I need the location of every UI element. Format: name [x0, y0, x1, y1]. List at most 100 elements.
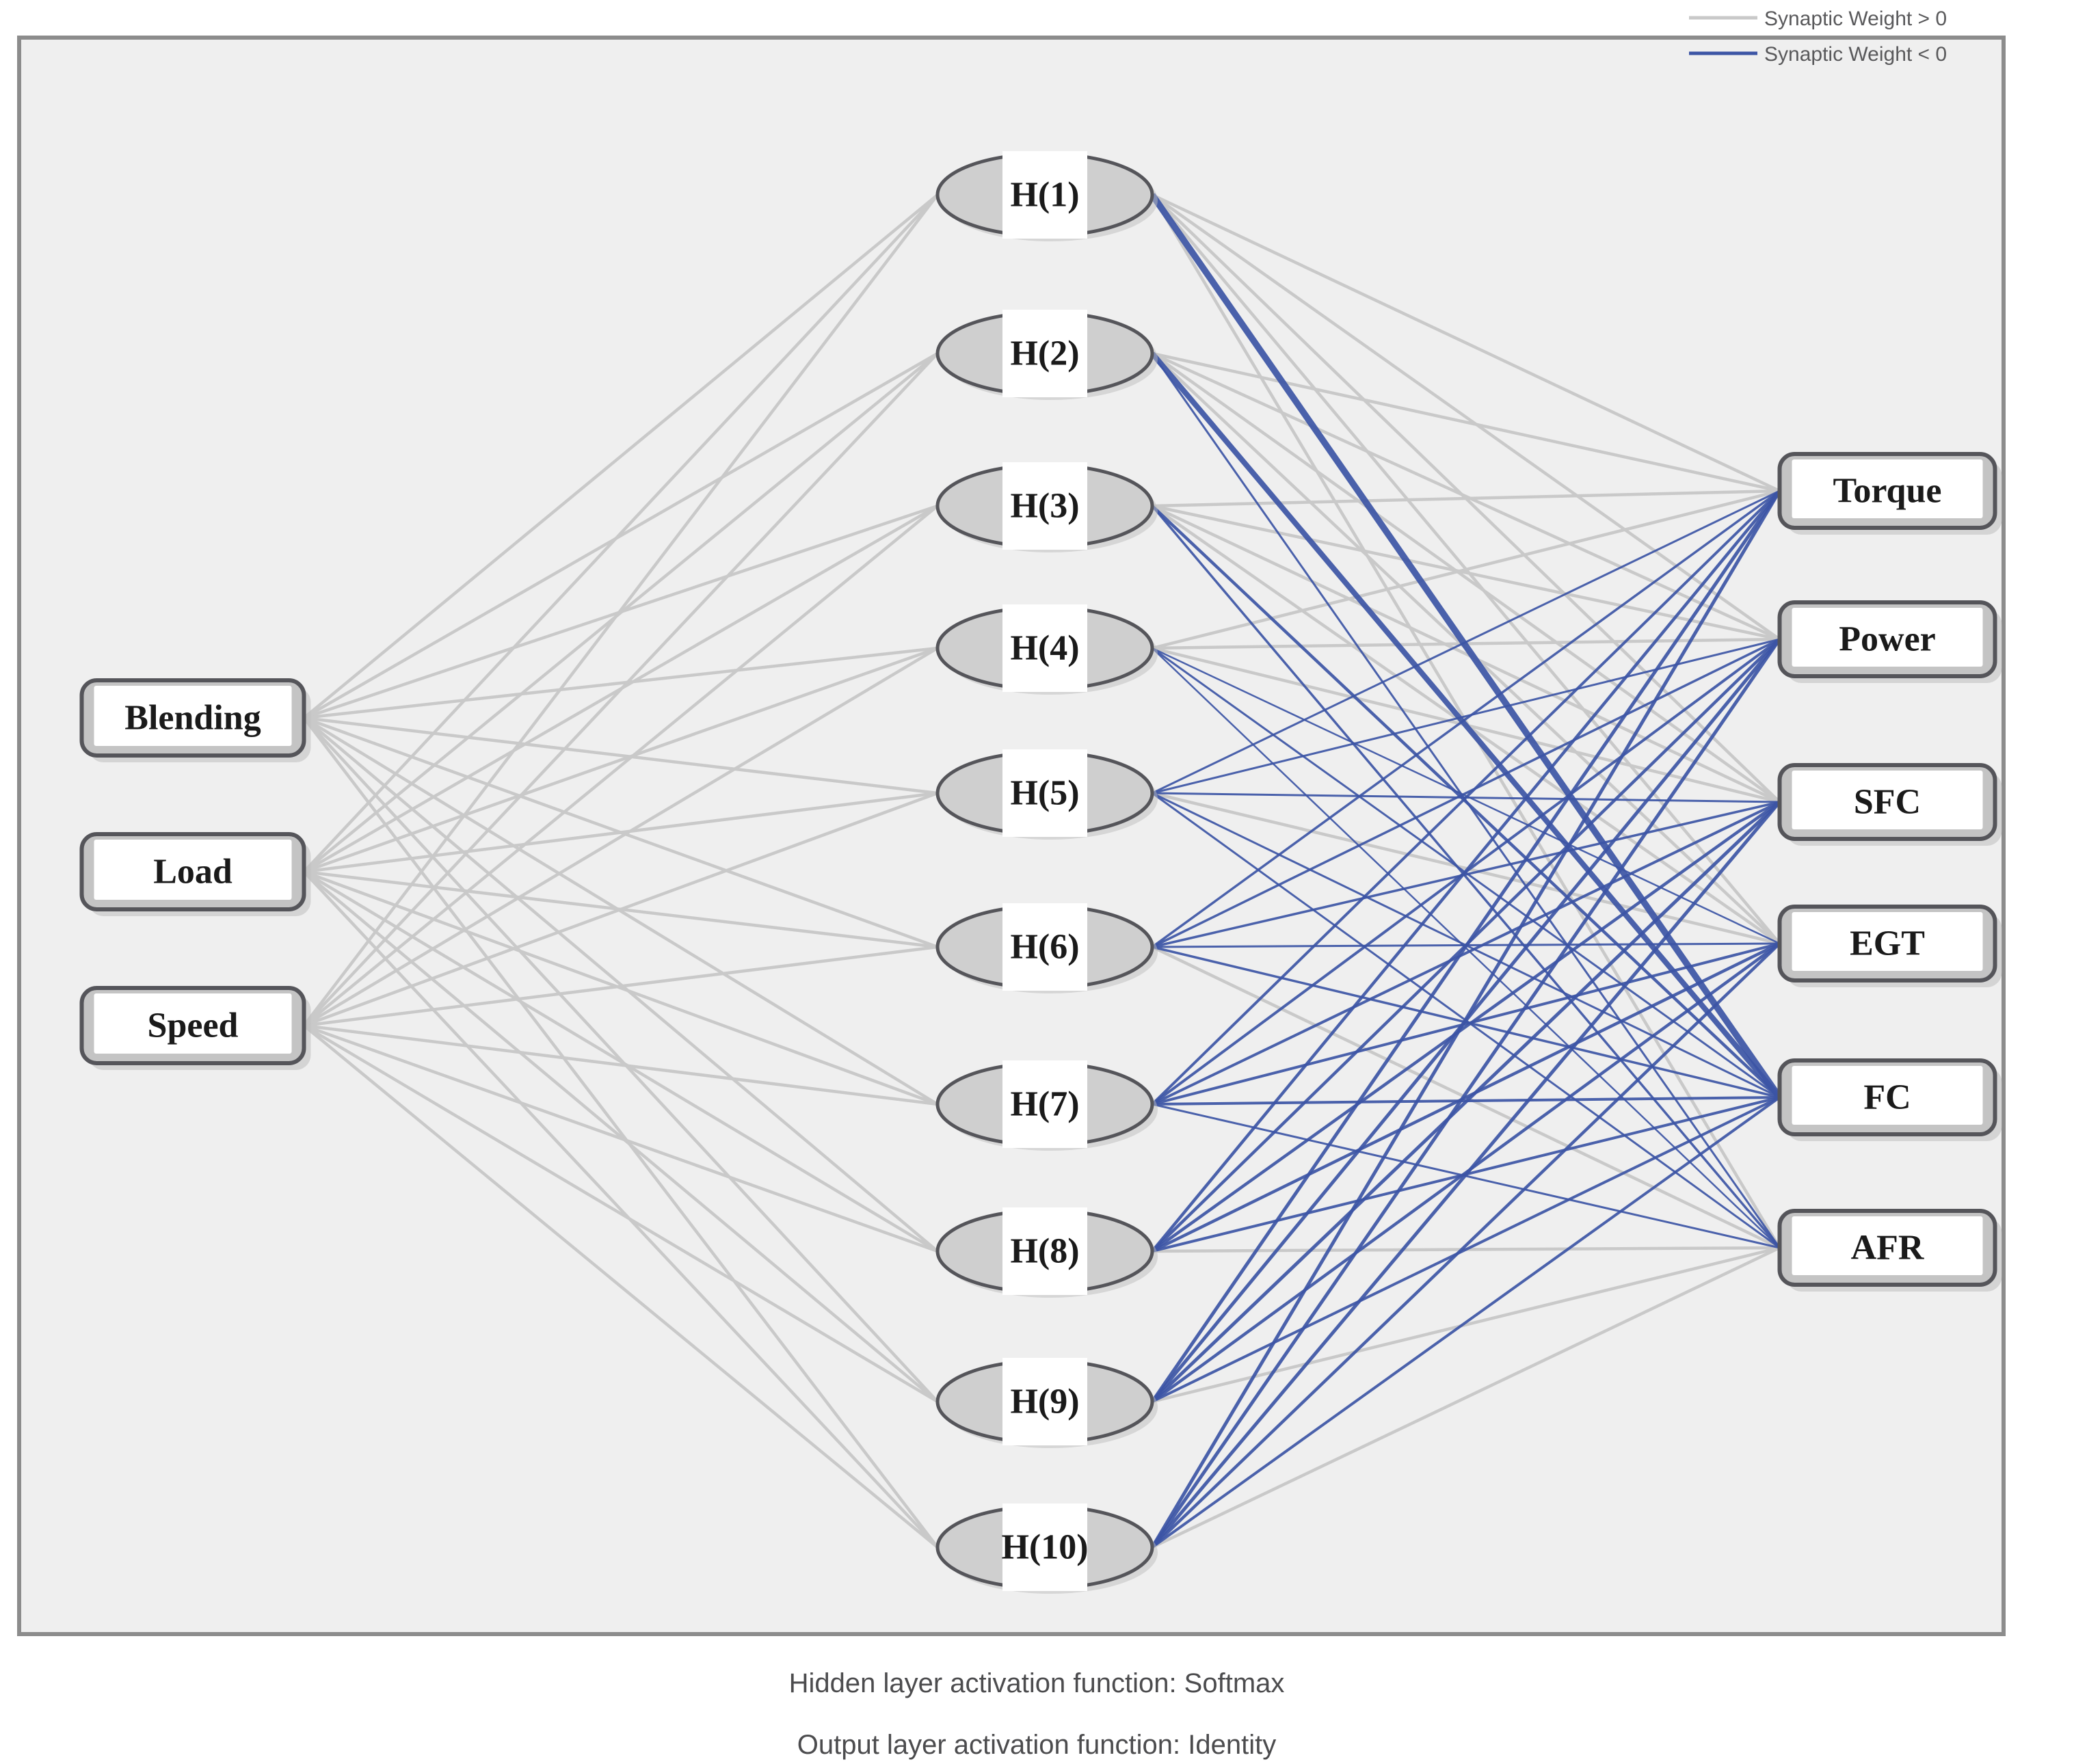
output-node[interactable]: EGT	[1777, 905, 2002, 987]
input-node-label: Speed	[148, 1006, 239, 1045]
edge-hidden-output-negative	[1151, 490, 1781, 948]
node-label-band	[1002, 1358, 1087, 1445]
edge-hidden-output-positive	[1152, 193, 1781, 493]
edge-input-hidden	[303, 505, 939, 1027]
output-node[interactable]: AFR	[1777, 1209, 2002, 1292]
node-face	[94, 686, 292, 746]
node-face	[1792, 771, 1983, 829]
edges-hidden-to-output-negative	[1149, 193, 1783, 1549]
edge-hidden-output-positive	[1152, 351, 1780, 493]
node-label-band	[1002, 1207, 1087, 1295]
edge-hidden-output-negative	[1150, 490, 1781, 1403]
edge-input-hidden	[303, 1024, 939, 1549]
edge-hidden-output-negative	[1152, 942, 1780, 1106]
caption-hidden-activation: Hidden layer activation function: Softma…	[789, 1668, 1285, 1698]
input-node[interactable]: Blending	[79, 678, 311, 762]
hidden-node-label: H(3)	[1010, 487, 1079, 526]
hidden-node[interactable]: H(6)	[935, 903, 1158, 993]
output-node[interactable]: SFC	[1777, 763, 2002, 846]
hidden-node-label: H(2)	[1010, 334, 1079, 373]
edge-hidden-output-positive	[1152, 791, 1781, 946]
node-label-band	[1002, 1060, 1087, 1148]
edge-input-hidden	[304, 646, 938, 720]
node-label-band	[1002, 604, 1087, 692]
input-node[interactable]: Load	[79, 832, 311, 916]
edge-input-hidden	[303, 791, 938, 1028]
node-label-band	[1002, 310, 1087, 397]
edge-input-hidden	[303, 870, 939, 1253]
edge-hidden-output-negative	[1151, 801, 1781, 1403]
output-node-label: Power	[1839, 620, 1935, 659]
edge-input-hidden	[304, 1024, 938, 1106]
hidden-node[interactable]: H(4)	[935, 604, 1158, 695]
edge-input-hidden	[303, 717, 939, 1253]
edge-hidden-output-negative	[1151, 942, 1781, 1549]
edge-input-hidden	[303, 193, 939, 719]
edge-input-hidden	[303, 647, 939, 1027]
edge-hidden-output-negative	[1151, 490, 1781, 1106]
edge-hidden-output-negative	[1151, 801, 1781, 1549]
legend-label-positive: Synaptic Weight > 0	[1764, 8, 1947, 30]
edge-hidden-output-negative	[1152, 941, 1781, 1253]
output-node-label: AFR	[1851, 1229, 1925, 1268]
output-node-label: FC	[1863, 1078, 1911, 1117]
output-node[interactable]: FC	[1777, 1058, 2002, 1141]
input-node-label: Blending	[124, 699, 261, 738]
edge-hidden-output-negative	[1152, 1096, 1781, 1403]
edge-hidden-output-positive	[1152, 1246, 1781, 1404]
node-face	[94, 993, 292, 1054]
edges-input-to-hidden	[302, 193, 939, 1549]
input-node-label: Load	[153, 853, 232, 892]
edge-hidden-output-negative	[1152, 638, 1781, 948]
edge-input-hidden	[302, 193, 939, 873]
node-face	[1792, 1216, 1983, 1275]
hidden-node-label: H(8)	[1010, 1232, 1079, 1271]
hidden-node-label: H(5)	[1010, 774, 1079, 813]
hidden-node-label: H(10)	[1001, 1528, 1088, 1567]
hidden-node-label: H(4)	[1010, 629, 1079, 668]
output-node[interactable]: Torque	[1777, 452, 2002, 535]
edge-hidden-output-negative	[1151, 801, 1781, 1253]
edge-input-hidden	[303, 352, 939, 719]
hidden-node[interactable]: H(1)	[935, 151, 1158, 241]
hidden-node[interactable]: H(10)	[935, 1504, 1158, 1594]
edge-hidden-output-negative	[1150, 490, 1781, 1549]
legend: Synaptic Weight > 0 Synaptic Weight < 0	[1689, 8, 1947, 66]
input-node[interactable]: Speed	[79, 986, 311, 1070]
node-label-band	[1002, 462, 1087, 550]
edge-input-hidden	[304, 791, 938, 874]
edge-input-hidden	[302, 870, 939, 1549]
edge-hidden-output-negative	[1152, 490, 1781, 794]
edge-input-hidden	[302, 717, 939, 1549]
edge-hidden-output-positive	[1152, 504, 1781, 804]
edge-input-hidden	[303, 1024, 938, 1253]
hidden-node[interactable]: H(3)	[935, 462, 1158, 552]
node-label-band	[1002, 903, 1087, 991]
hidden-node[interactable]: H(7)	[935, 1060, 1158, 1151]
edge-input-hidden	[303, 717, 939, 1106]
edge-hidden-output-negative	[1149, 351, 1782, 1099]
edge-input-hidden	[302, 193, 939, 1027]
edge-hidden-output-negative	[1150, 638, 1781, 1549]
edge-hidden-output-negative	[1151, 505, 1781, 1099]
node-label-band	[1002, 1504, 1087, 1591]
output-node[interactable]: Power	[1777, 600, 2002, 683]
hidden-node[interactable]: H(5)	[935, 749, 1158, 840]
output-node-label: SFC	[1854, 783, 1921, 822]
edge-hidden-output-negative	[1152, 801, 1781, 1106]
node-label-band	[1002, 749, 1087, 837]
edge-hidden-output-negative	[1149, 193, 1783, 1099]
hidden-node[interactable]: H(2)	[935, 310, 1158, 400]
hidden-node-label: H(7)	[1010, 1085, 1079, 1124]
edge-input-hidden	[303, 870, 938, 1106]
hidden-node-label: H(6)	[1010, 928, 1079, 967]
node-face	[1792, 459, 1983, 518]
edge-hidden-output-positive	[1152, 489, 1781, 650]
hidden-node[interactable]: H(9)	[935, 1358, 1158, 1448]
hidden-node[interactable]: H(8)	[935, 1207, 1158, 1298]
legend-label-negative: Synaptic Weight < 0	[1764, 43, 1947, 66]
hidden-node-label: H(9)	[1010, 1382, 1079, 1421]
node-label-band	[1002, 151, 1087, 239]
edge-input-hidden	[304, 945, 938, 1028]
